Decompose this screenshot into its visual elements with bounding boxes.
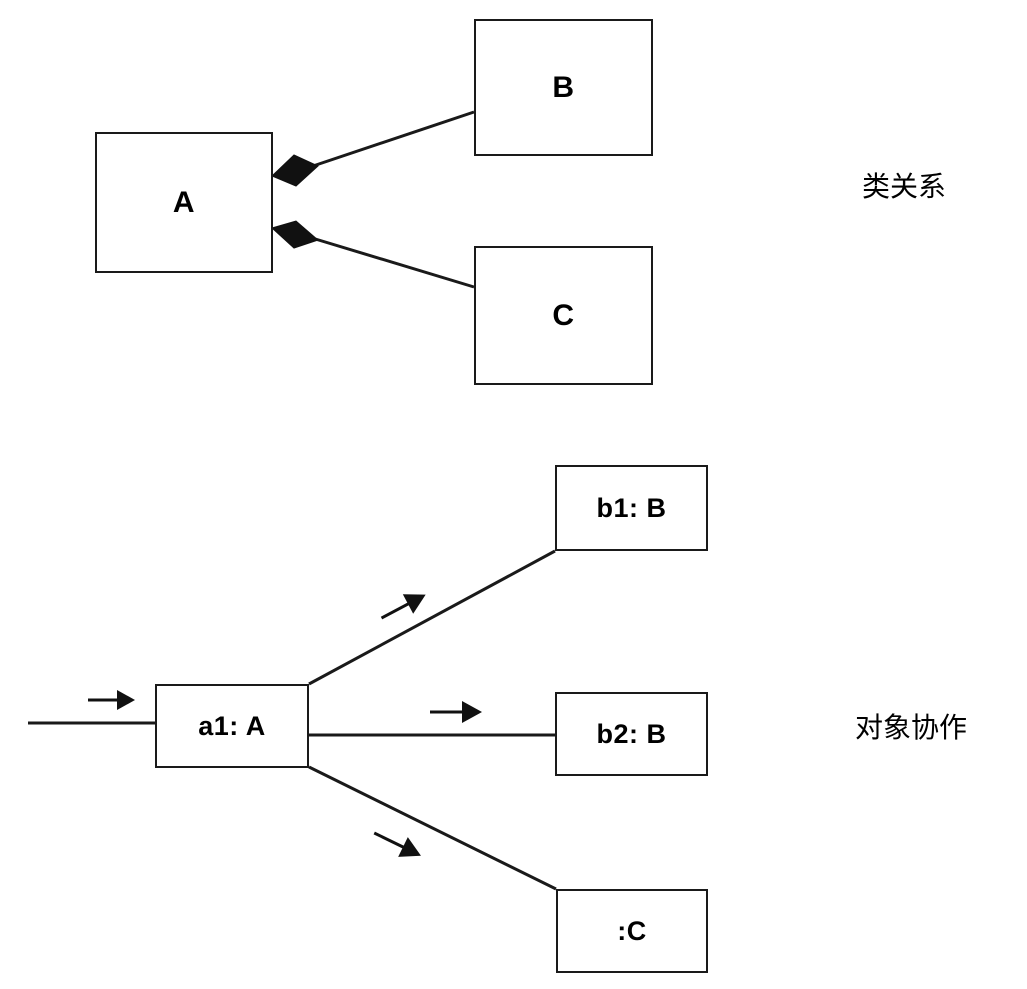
object-node-c[interactable]: :C (556, 889, 708, 973)
connector-a-c (311, 236, 475, 289)
message-arrow-icon-external (117, 690, 135, 710)
object-node-c-label: :C (617, 915, 647, 946)
class-node-b-label: B (552, 70, 575, 104)
object-node-a1-label: a1: A (198, 710, 266, 741)
message-arrow-icon-a1-b2 (430, 701, 482, 723)
composition-diamond-icon-ab (271, 154, 319, 187)
object-node-b2[interactable]: b2: B (555, 692, 708, 776)
class-node-b[interactable]: B (474, 19, 653, 156)
connector-a-b (309, 110, 475, 169)
connector-a1-b1 (308, 549, 556, 686)
class-node-c[interactable]: C (474, 246, 653, 385)
object-node-b1-label: b1: B (596, 492, 667, 523)
class-node-c-label: C (552, 298, 575, 332)
connector-a1-c (308, 765, 557, 891)
message-arrow-icon-a1-c (373, 831, 421, 857)
class-node-a-label: A (172, 185, 196, 219)
class-node-a[interactable]: A (95, 132, 273, 273)
message-arrow-icon-a1-b1 (380, 594, 426, 620)
caption-object-collaboration: 对象协作 (855, 711, 968, 744)
caption-class-relationship: 类关系 (862, 170, 947, 203)
object-node-b2-label: b2: B (596, 718, 667, 749)
composition-diamond-icon-ac (271, 220, 319, 249)
object-node-a1[interactable]: a1: A (155, 684, 309, 768)
object-node-b1[interactable]: b1: B (555, 465, 708, 551)
